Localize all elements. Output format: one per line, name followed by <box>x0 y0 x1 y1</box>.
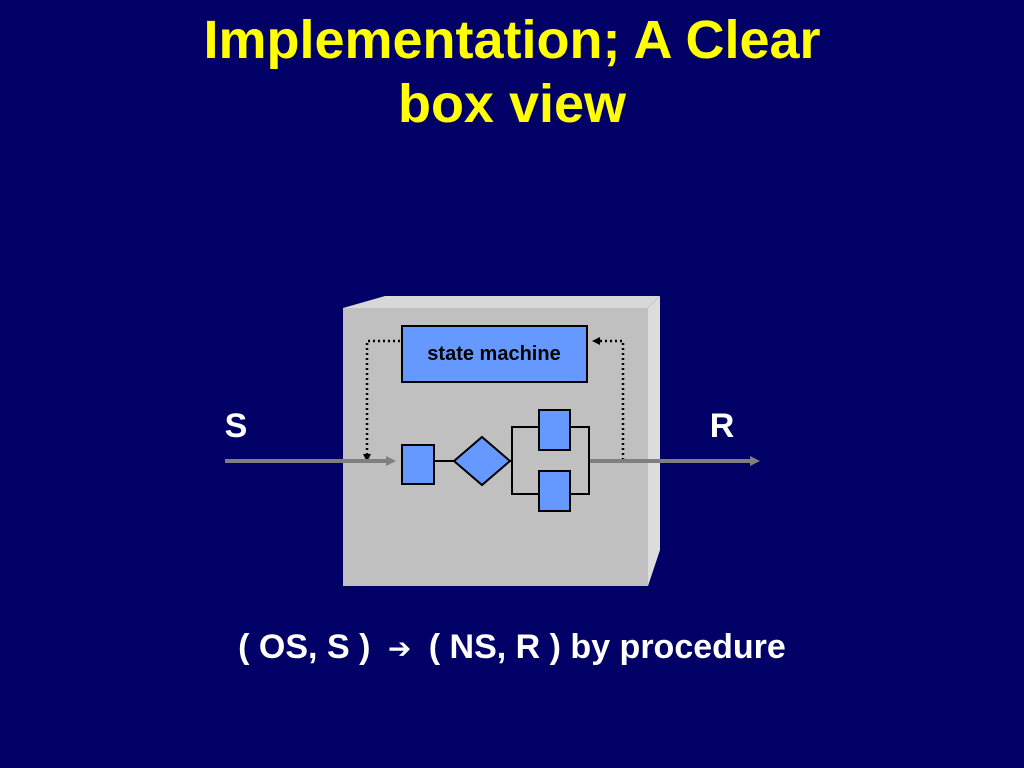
decision-diamond <box>452 435 512 487</box>
process-square-1 <box>401 444 435 485</box>
right-arrow-icon: ➔ <box>387 632 412 665</box>
process-square-top <box>538 409 571 451</box>
feedback-left-dotted-line <box>363 339 400 462</box>
process-square-bottom <box>538 470 571 512</box>
title-line-1: Implementation; A Clear <box>203 10 821 70</box>
caption: ( OS, S ) ➔ ( NS, R ) by procedure <box>0 622 1024 674</box>
caption-left: ( OS, S ) <box>238 628 371 666</box>
caption-right: ( NS, R ) by procedure <box>428 628 786 666</box>
state-machine-box <box>401 325 588 383</box>
state-machine-label: state machine <box>427 343 560 365</box>
box-side-face <box>648 296 660 586</box>
slide-title: Implementation; A Clear box view <box>0 8 1024 136</box>
output-label-r: R <box>710 407 735 445</box>
box-top-face <box>343 296 660 308</box>
branch-bracket-left <box>511 426 539 495</box>
input-label-s: S <box>225 407 248 445</box>
title-line-2: box view <box>397 74 627 134</box>
branch-bracket-right <box>570 426 590 495</box>
